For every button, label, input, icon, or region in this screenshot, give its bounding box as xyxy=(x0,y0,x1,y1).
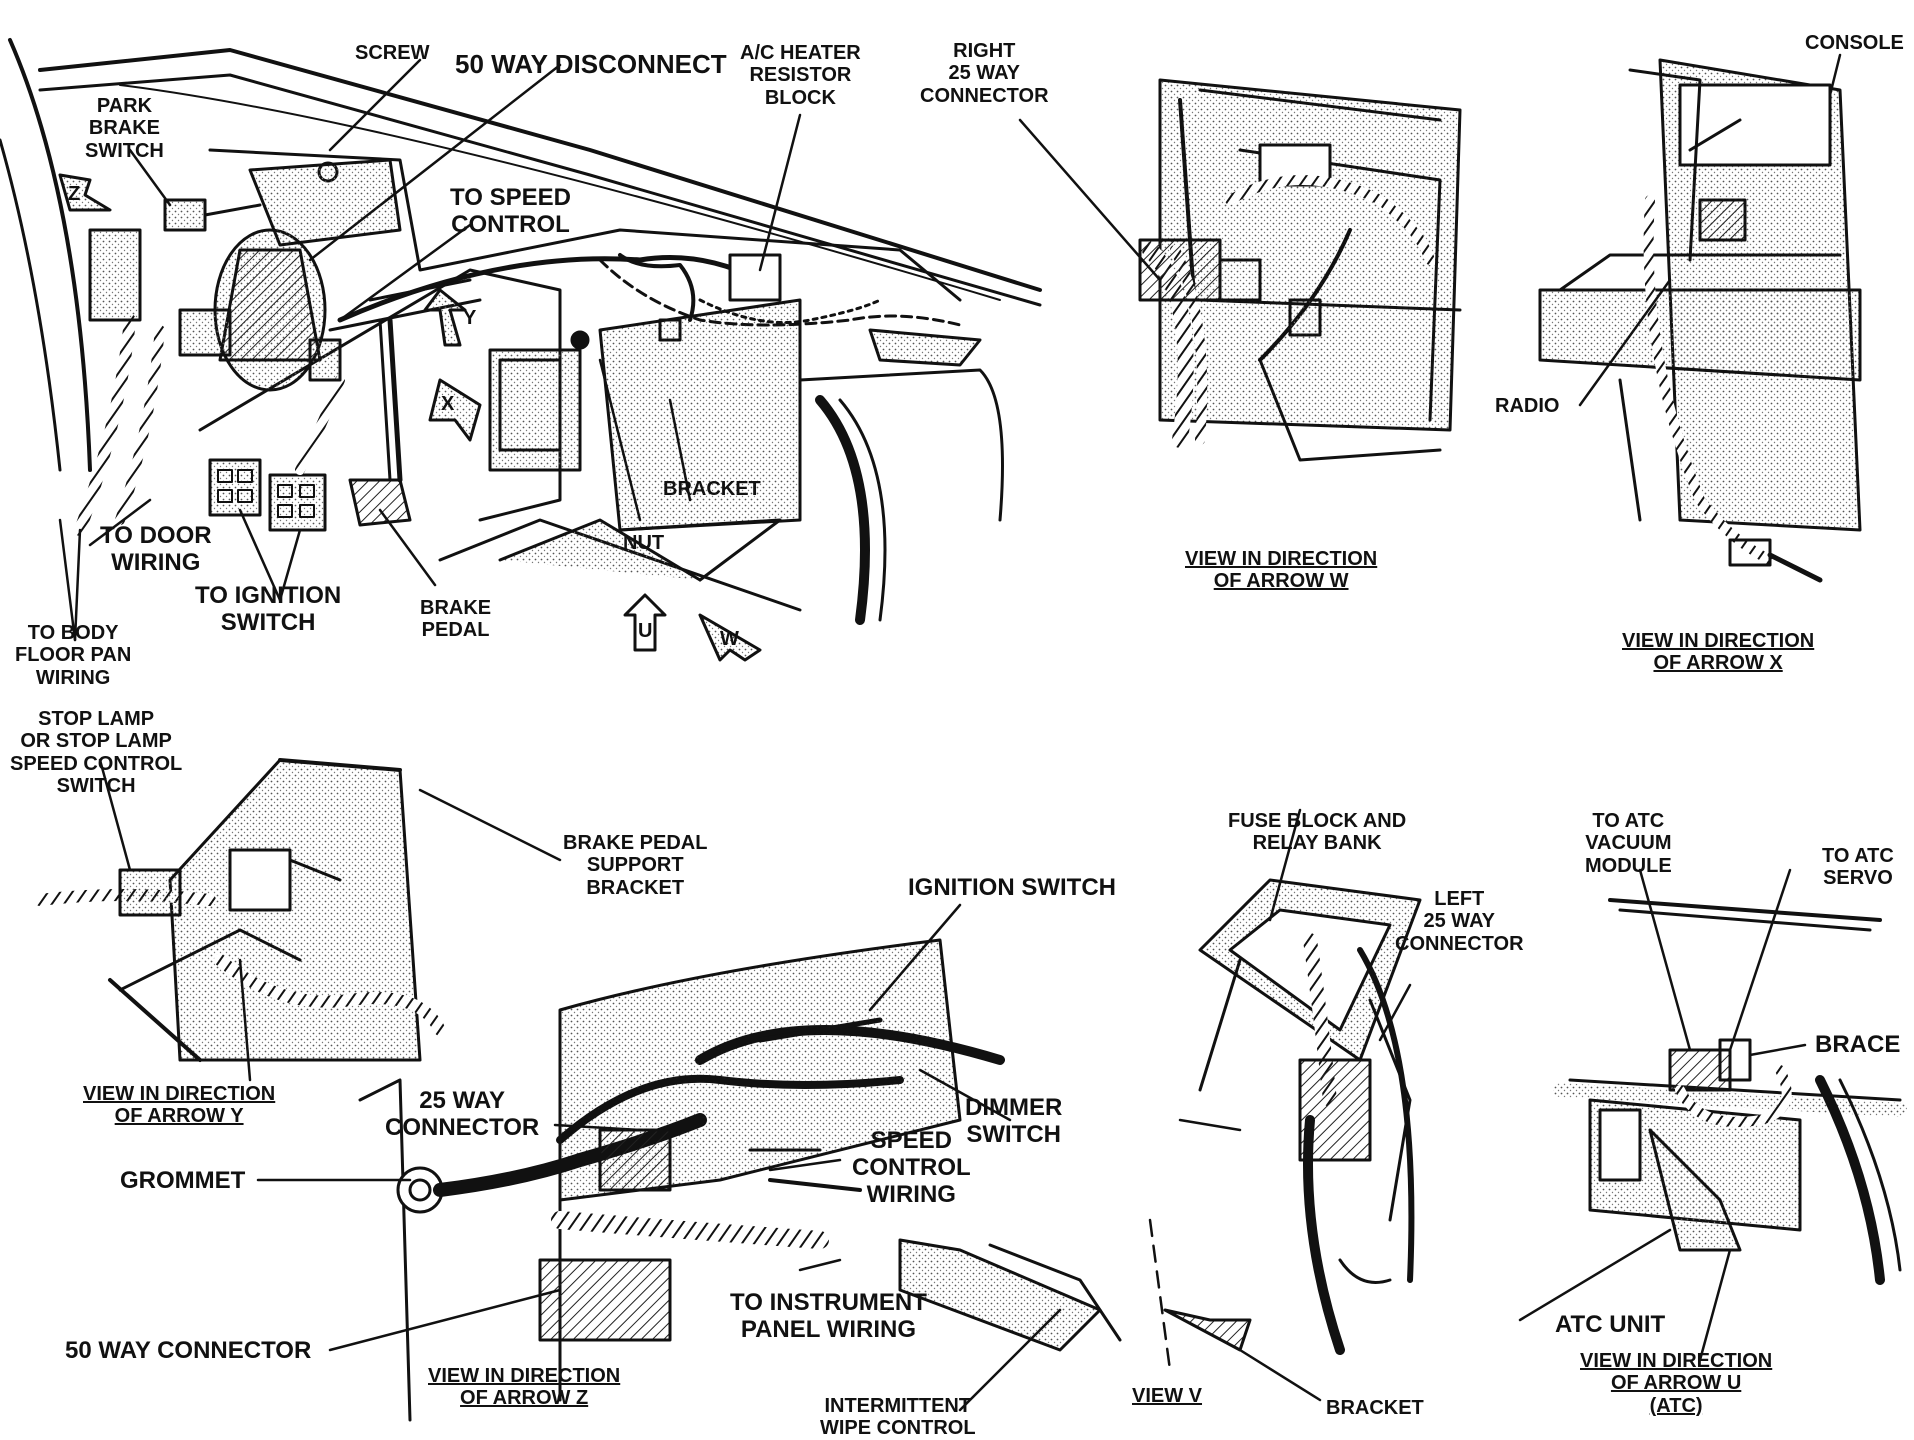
arrow-letter-w: W xyxy=(720,628,739,650)
left-25-way-connector-label: LEFT 25 WAY CONNECTOR xyxy=(1395,888,1524,955)
atc-unit-label: ATC UNIT xyxy=(1555,1311,1666,1338)
park-brake-switch-label: PARK BRAKE SWITCH xyxy=(85,95,164,162)
stop-lamp-switch-label: STOP LAMP OR STOP LAMP SPEED CONTROL SWI… xyxy=(10,708,183,798)
to-instrument-panel-wiring-label: TO INSTRUMENT PANEL WIRING xyxy=(730,1289,927,1343)
fifty-way-disconnect-label: 50 WAY DISCONNECT xyxy=(455,49,727,79)
caption-view-v: VIEW V xyxy=(1132,1385,1203,1407)
caption-arrow-z: VIEW IN DIRECTION OF ARROW Z xyxy=(428,1365,621,1410)
caption-arrow-w: VIEW IN DIRECTION OF ARROW W xyxy=(1185,548,1378,593)
brake-pedal-label: BRAKE PEDAL xyxy=(420,597,492,642)
to-atc-vacuum-module-label: TO ATC VACUUM MODULE xyxy=(1585,810,1672,877)
nut-label: NUT xyxy=(623,532,665,554)
view-arrow-w-drawing xyxy=(1018,78,1462,462)
bracket-top-label: BRACKET xyxy=(663,478,761,500)
right-25-way-connector-label: RIGHT 25 WAY CONNECTOR xyxy=(920,40,1049,107)
speed-control-wiring-label: SPEED CONTROL WIRING xyxy=(852,1127,971,1208)
to-body-floor-pan-wiring-label: TO BODY FLOOR PAN WIRING xyxy=(15,622,132,689)
to-speed-control-label: TO SPEED CONTROL xyxy=(450,184,571,238)
to-atc-servo-label: TO ATC SERVO xyxy=(1822,845,1894,890)
view-v-drawing xyxy=(1148,808,1422,1402)
brace-label: BRACE xyxy=(1815,1031,1901,1058)
radio-label: RADIO xyxy=(1495,395,1560,417)
dimmer-switch-label: DIMMER SWITCH xyxy=(965,1094,1063,1148)
ignition-switch-label: IGNITION SWITCH xyxy=(908,874,1116,901)
arrow-letter-x: X xyxy=(441,393,455,415)
arrow-letter-u: U xyxy=(638,620,653,642)
screw-label: SCREW xyxy=(355,42,430,64)
fuse-block-relay-bank-label: FUSE BLOCK AND RELAY BANK xyxy=(1228,810,1407,855)
caption-arrow-x: VIEW IN DIRECTION OF ARROW X xyxy=(1622,630,1815,675)
bracket-bottom-label: BRACKET xyxy=(1326,1397,1424,1419)
console-label: CONSOLE xyxy=(1805,32,1904,54)
caption-arrow-y: VIEW IN DIRECTION OF ARROW Y xyxy=(83,1083,276,1128)
view-arrow-x-drawing xyxy=(1538,53,1862,583)
twenty-five-way-connector-label: 25 WAY CONNECTOR xyxy=(385,1087,540,1141)
arrow-letter-z: Z xyxy=(68,183,81,205)
ac-heater-resistor-block-label: A/C HEATER RESISTOR BLOCK xyxy=(740,42,861,109)
view-arrow-y-drawing xyxy=(34,758,562,1082)
intermittent-wipe-control-label: INTERMITTENT WIPE CONTROL xyxy=(820,1395,976,1440)
view-arrow-z-drawing xyxy=(256,903,1122,1422)
caption-arrow-u: VIEW IN DIRECTION OF ARROW U (ATC) xyxy=(1580,1350,1773,1417)
to-ignition-switch-label: TO IGNITION SWITCH xyxy=(195,582,342,636)
brake-pedal-support-bracket-label: BRAKE PEDAL SUPPORT BRACKET xyxy=(563,832,708,899)
grommet-label: GROMMET xyxy=(120,1167,246,1194)
arrow-letter-y: Y xyxy=(463,307,477,329)
view-arrow-u-drawing xyxy=(1518,868,1907,1362)
fifty-way-connector-label: 50 WAY CONNECTOR xyxy=(65,1337,312,1364)
main-instrument-panel-view xyxy=(0,38,1042,662)
to-door-wiring-label: TO DOOR WIRING xyxy=(100,522,212,576)
